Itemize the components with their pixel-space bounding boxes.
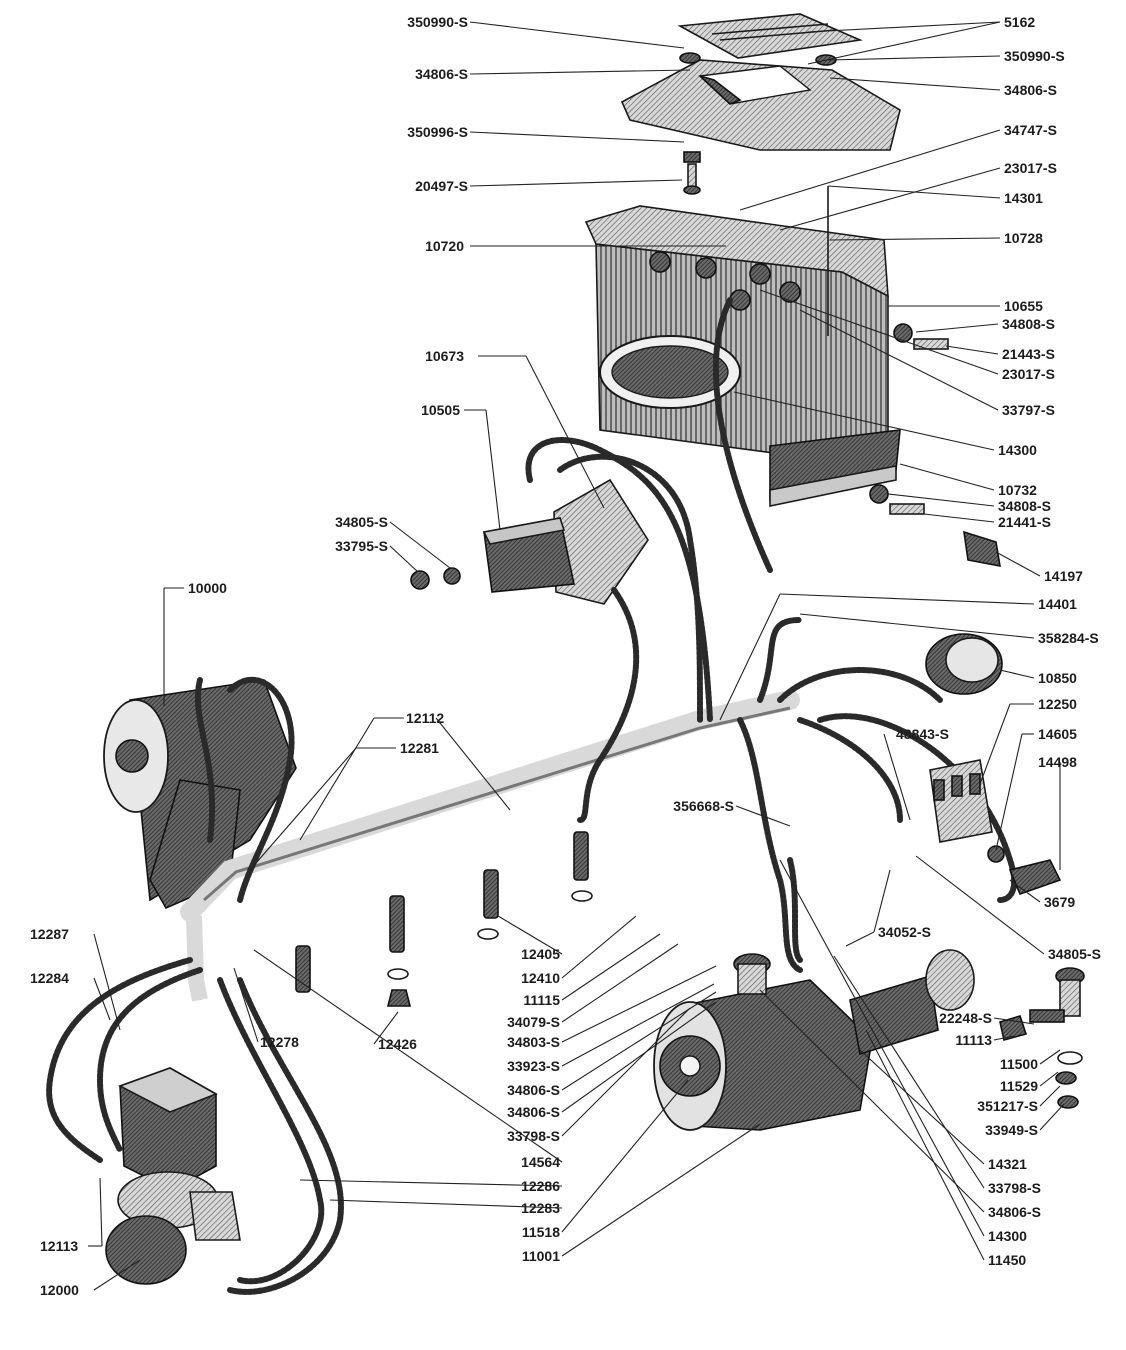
label-34806-s-top: 34806-S bbox=[415, 66, 468, 82]
ignition-switch-drawing bbox=[929, 759, 1005, 863]
label-10655: 10655 bbox=[1004, 298, 1043, 314]
label-14197: 14197 bbox=[1044, 568, 1083, 584]
label-34747-s: 34747-S bbox=[1004, 122, 1057, 138]
part-labels: 350990-S 5162 350990-S 34806-S 34806-S 3… bbox=[30, 14, 1101, 1298]
label-356668-s: 356668-S bbox=[673, 798, 734, 814]
label-21443-s: 21443-S bbox=[1002, 346, 1055, 362]
label-11500: 11500 bbox=[1000, 1056, 1038, 1072]
label-12278: 12278 bbox=[260, 1034, 299, 1050]
label-48843-s: 48843-S bbox=[896, 726, 949, 742]
label-33949-s: 33949-S bbox=[985, 1122, 1038, 1138]
label-14300-bot: 14300 bbox=[988, 1228, 1027, 1244]
label-34806-s-a: 34806-S bbox=[507, 1082, 560, 1098]
label-14564: 14564 bbox=[521, 1154, 560, 1170]
label-10732: 10732 bbox=[998, 482, 1037, 498]
ammeter-drawing bbox=[925, 633, 1003, 695]
label-351217-s: 351217-S bbox=[977, 1098, 1038, 1114]
label-22248-s: 22248-S bbox=[939, 1010, 992, 1026]
label-33795-s: 33795-S bbox=[335, 538, 388, 554]
label-10505: 10505 bbox=[421, 402, 460, 418]
label-350990-s-top: 350990-S bbox=[407, 14, 468, 30]
label-11450: 11450 bbox=[988, 1252, 1026, 1268]
label-34803-s: 34803-S bbox=[507, 1034, 560, 1050]
label-350996-s: 350996-S bbox=[407, 124, 468, 140]
label-12250: 12250 bbox=[1038, 696, 1077, 712]
label-14401: 14401 bbox=[1038, 596, 1077, 612]
label-10000: 10000 bbox=[188, 580, 227, 596]
label-10673: 10673 bbox=[425, 348, 464, 364]
label-14321: 14321 bbox=[988, 1156, 1027, 1172]
battery-hold-down-frame-drawing bbox=[620, 52, 901, 151]
label-11518: 11518 bbox=[522, 1224, 560, 1240]
label-12000: 12000 bbox=[40, 1282, 79, 1298]
label-11529: 11529 bbox=[1000, 1078, 1038, 1094]
label-12113: 12113 bbox=[40, 1238, 78, 1254]
regulator-drawing bbox=[410, 478, 649, 605]
label-14301: 14301 bbox=[1004, 190, 1043, 206]
label-14605: 14605 bbox=[1038, 726, 1077, 742]
label-33798-s-right: 33798-S bbox=[988, 1180, 1041, 1196]
battery-cover-plate-drawing bbox=[677, 13, 863, 59]
label-14300-top: 14300 bbox=[998, 442, 1037, 458]
label-350990-s-right: 350990-S bbox=[1004, 48, 1065, 64]
label-12287: 12287 bbox=[30, 926, 69, 942]
leader-lines bbox=[88, 21, 1065, 1291]
label-10728: 10728 bbox=[1004, 230, 1043, 246]
label-33797-s: 33797-S bbox=[1002, 402, 1055, 418]
label-12284: 12284 bbox=[30, 970, 69, 986]
label-33923-s: 33923-S bbox=[507, 1058, 560, 1074]
label-34052-s: 34052-S bbox=[878, 924, 931, 940]
light-switch-drawing bbox=[1008, 859, 1062, 896]
label-34805-s-right: 34805-S bbox=[1048, 946, 1101, 962]
label-34079-s: 34079-S bbox=[507, 1014, 560, 1030]
wiring-harness-drawing bbox=[180, 690, 800, 1002]
terminal-hardware-drawing bbox=[999, 967, 1085, 1109]
starter-motor-drawing bbox=[653, 949, 975, 1131]
label-34806-s-b: 34806-S bbox=[507, 1104, 560, 1120]
spark-plugs-drawing bbox=[295, 831, 593, 1007]
label-12283: 12283 bbox=[521, 1200, 560, 1216]
label-358284-s: 358284-S bbox=[1038, 630, 1099, 646]
label-34808-s-top: 34808-S bbox=[1002, 316, 1055, 332]
label-21441-s: 21441-S bbox=[998, 514, 1051, 530]
label-34806-s-right: 34806-S bbox=[1004, 82, 1057, 98]
label-11001: 11001 bbox=[522, 1248, 560, 1264]
label-34806-s-bot: 34806-S bbox=[988, 1204, 1041, 1220]
label-12426: 12426 bbox=[378, 1036, 417, 1052]
label-5162: 5162 bbox=[1004, 14, 1035, 30]
label-10720: 10720 bbox=[425, 238, 464, 254]
label-34805-s-left: 34805-S bbox=[335, 514, 388, 530]
label-12112: 12112 bbox=[406, 710, 444, 726]
label-23017-s-mid: 23017-S bbox=[1002, 366, 1055, 382]
battery-bolts-drawing bbox=[869, 323, 1001, 567]
label-12286: 12286 bbox=[521, 1178, 560, 1194]
label-12410: 12410 bbox=[521, 970, 560, 986]
hold-down-bolt-drawing bbox=[683, 151, 701, 195]
label-10850: 10850 bbox=[1038, 670, 1077, 686]
distributor-drawing bbox=[105, 1067, 241, 1285]
label-11113: 11113 bbox=[955, 1032, 992, 1048]
label-33798-s-left: 33798-S bbox=[507, 1128, 560, 1144]
label-12405: 12405 bbox=[521, 946, 560, 962]
battery-drawing bbox=[584, 205, 901, 507]
wire-cables-drawing bbox=[46, 297, 1018, 1295]
label-34808-s-bot: 34808-S bbox=[998, 498, 1051, 514]
label-20497-s: 20497-S bbox=[415, 178, 468, 194]
label-12281: 12281 bbox=[400, 740, 439, 756]
label-23017-s-top: 23017-S bbox=[1004, 160, 1057, 176]
label-14498: 14498 bbox=[1038, 754, 1077, 770]
label-11115: 11115 bbox=[523, 992, 560, 1008]
label-3679: 3679 bbox=[1044, 894, 1075, 910]
